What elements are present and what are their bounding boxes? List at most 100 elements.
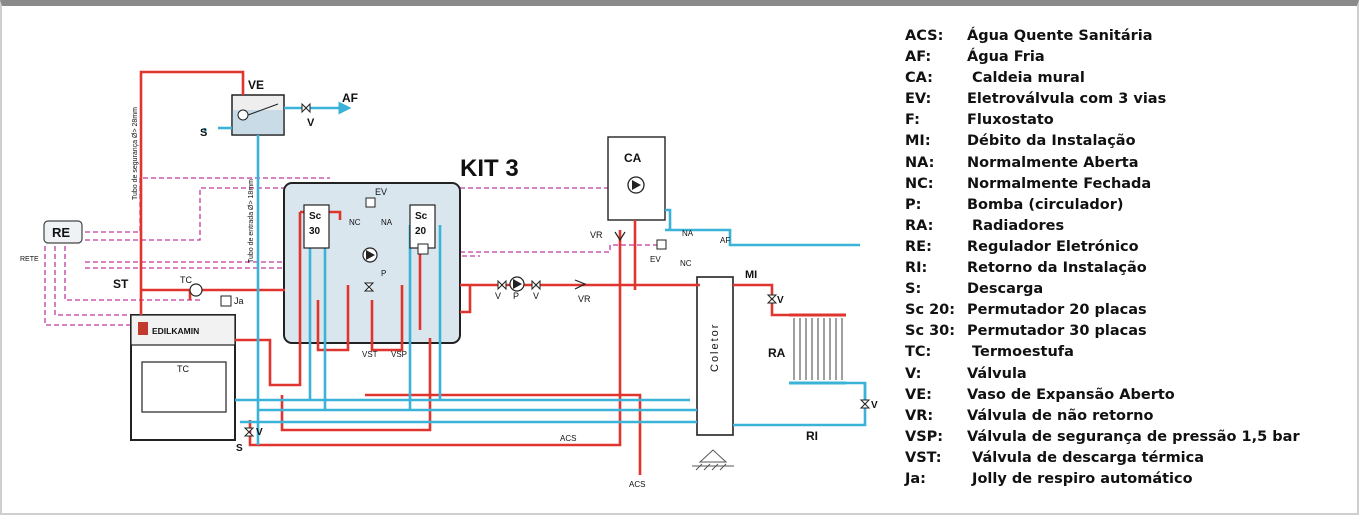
legend-row: P: Bomba (circulador) <box>905 195 1355 216</box>
ra-label: RA <box>768 346 786 360</box>
legend-code: VST: <box>905 449 942 466</box>
legend-code: V: <box>905 365 922 382</box>
st-label: ST <box>113 277 129 291</box>
legend-row: NC: Normalmente Fechada <box>905 174 1355 195</box>
boiler-brand: EDILKAMIN <box>152 326 199 336</box>
legend-text: Jolly de respiro automático <box>967 470 1193 487</box>
expansion-vessel: VE <box>231 78 285 136</box>
ev-valve <box>365 197 376 208</box>
legend-text: Válvula de não retorno <box>967 407 1154 424</box>
v-label-ri: V <box>871 400 878 411</box>
vr-check-1 <box>574 279 587 290</box>
legend-row: VST: Válvula de descarga térmica <box>905 448 1355 469</box>
legend-code: VR: <box>905 407 934 424</box>
legend-row: F: Fluxostato <box>905 110 1355 131</box>
legend-code: NA: <box>905 154 935 171</box>
safety-pipe-note: Tubo de segurança Ø> 28mm <box>132 107 139 200</box>
legend-row: EV: Eletroválvula com 3 vias <box>905 89 1355 110</box>
legend-text: Regulador Eletrónico <box>967 238 1139 255</box>
legend-code: Sc 20: <box>905 302 956 319</box>
tc-label: TC <box>180 275 192 285</box>
vr-check-2 <box>614 231 626 242</box>
legend-text: Normalmente Fechada <box>967 175 1152 192</box>
valves <box>243 102 871 437</box>
s-label-top: S <box>200 127 207 139</box>
legend-text: Termoestufa <box>967 344 1074 361</box>
legend-code: P: <box>905 196 922 213</box>
legend-text: Válvula de segurança de pressão 1,5 bar <box>967 428 1300 445</box>
ca-label: CA <box>624 151 642 165</box>
mi-label: MI <box>745 269 757 281</box>
ve-label: VE <box>248 78 264 92</box>
vr-label-1: VR <box>590 230 603 240</box>
s-label-bottom: S <box>236 443 243 454</box>
na-label: NA <box>381 218 393 227</box>
sc30-top: Sc <box>309 211 322 222</box>
re-label: RE <box>52 225 70 240</box>
legend-row: TC: Termoestufa <box>905 342 1355 363</box>
af-label-2: AF <box>720 236 730 245</box>
legend-text: Caldeia mural <box>967 70 1085 87</box>
legend-text: Bomba (circulador) <box>967 196 1124 213</box>
legend-code: RA: <box>905 217 934 234</box>
legend-code: NC: <box>905 175 934 192</box>
coletor-label: Coletor <box>709 323 721 372</box>
legend-code: VE: <box>905 386 932 403</box>
heating-schematic: KIT 3 VE EDILKAMIN TC RE RETE CA Coletor <box>20 70 878 489</box>
signal-wires <box>44 177 660 326</box>
boiler-tc-label: TC <box>177 364 189 374</box>
legend-code: VSP: <box>905 428 944 445</box>
legend-code: MI: <box>905 133 931 150</box>
legend-text: Válvula de descarga térmica <box>967 449 1205 466</box>
legend-row: RA: Radiadores <box>905 216 1355 237</box>
ev-label-2: EV <box>650 255 661 264</box>
na-label-2: NA <box>682 229 694 238</box>
legend-text: Radiadores <box>967 217 1065 234</box>
legend-text: Eletroválvula com 3 vias <box>967 91 1167 108</box>
p-label: P <box>513 291 519 301</box>
legend-text: Vaso de Expansão Aberto <box>967 386 1175 403</box>
legend-code: S: <box>905 281 922 298</box>
vr-label-2: VR <box>578 294 591 304</box>
legend-row: VE: Vaso de Expansão Aberto <box>905 385 1355 406</box>
v-label-top: V <box>307 117 315 129</box>
ja-label: Ja <box>234 296 244 306</box>
legend-text: Água Quente Sanitária <box>967 28 1153 44</box>
ri-label: RI <box>806 429 818 443</box>
legend-text: Válvula <box>967 365 1027 382</box>
legend-text: Permutador 30 placas <box>967 323 1147 340</box>
legend-text: Permutador 20 placas <box>967 302 1147 319</box>
sc30-num: 30 <box>309 226 321 237</box>
nc-label: NC <box>349 218 361 227</box>
legend-text: Retorno da Instalação <box>967 260 1147 277</box>
v-label-p2: V <box>533 291 539 301</box>
nc-label-2: NC <box>680 259 692 268</box>
legend-row: NA:Normalmente Aberta <box>905 153 1355 174</box>
legend-text: Fluxostato <box>967 112 1054 129</box>
legend-code: RE: <box>905 238 932 255</box>
legend-text: Descarga <box>967 281 1044 298</box>
legend-code: EV: <box>905 91 932 108</box>
vsp-label: VSP <box>391 350 407 359</box>
legend-text: Débito da Instalação <box>967 133 1136 150</box>
legend-row: S: Descarga <box>905 279 1355 300</box>
ja-vent <box>220 295 232 307</box>
acs-label: ACS <box>560 434 576 443</box>
v-label-p1: V <box>495 291 501 301</box>
p-label-kit: P <box>381 269 386 278</box>
legend-row: Sc 20: Permutador 20 placas <box>905 300 1355 321</box>
legend-row: RE: Regulador Eletrónico <box>905 237 1355 258</box>
termoestufa-boiler: EDILKAMIN TC <box>130 314 236 441</box>
legend-code: CA: <box>905 70 933 87</box>
tc-sensor <box>189 283 203 297</box>
acs-label-bottom: ACS <box>629 480 645 489</box>
legend-text: Água Fria <box>967 49 1045 66</box>
legend-row: V: Válvula <box>905 364 1355 385</box>
legend-code: Ja: <box>905 470 926 487</box>
legend-code: Sc 30: <box>905 323 956 340</box>
legend-code: F: <box>905 112 920 129</box>
legend-row: VSP: Válvula de segurança de pressão 1,5 … <box>905 427 1355 448</box>
sc20-num: 20 <box>415 226 427 237</box>
